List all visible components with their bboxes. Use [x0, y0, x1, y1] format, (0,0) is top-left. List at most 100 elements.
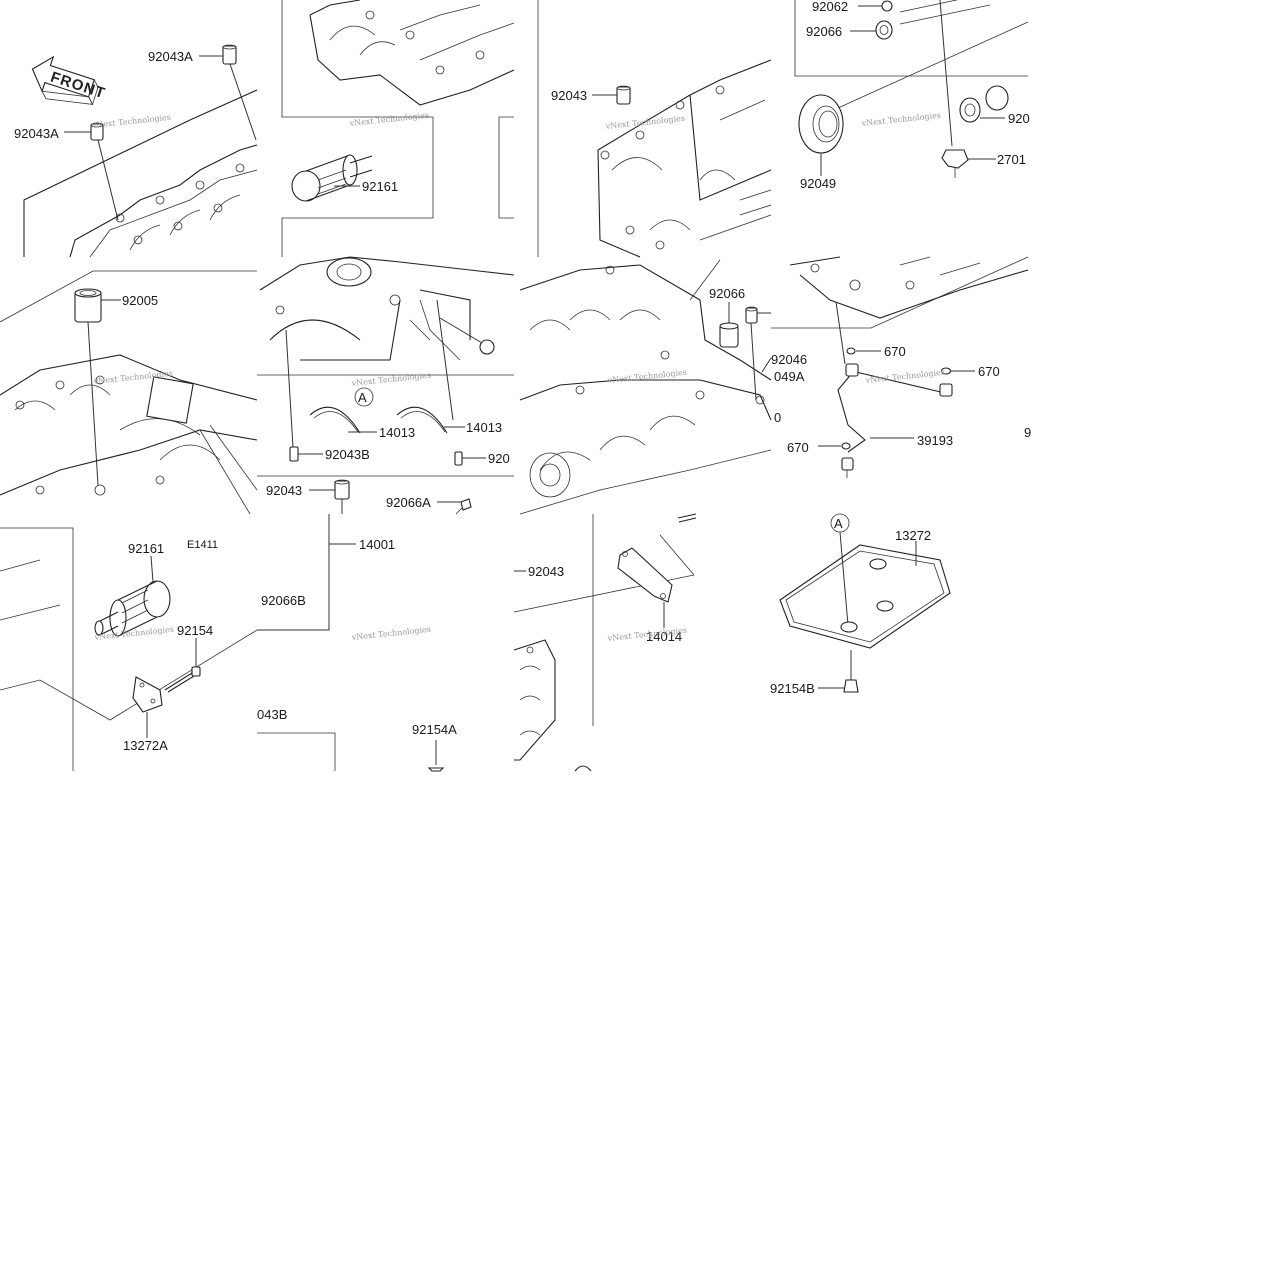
case-side-icon [513, 639, 556, 761]
part-number: 92154B [770, 681, 815, 696]
part-number: 92154 [177, 623, 213, 638]
tile-oil-pan-gasket: A [779, 513, 951, 693]
part-number: 92046 [771, 352, 807, 367]
washer-icon [818, 442, 851, 450]
watermark: vNext Technologies [90, 113, 171, 130]
part-number: 92043A [14, 126, 59, 141]
nut-icon [850, 20, 893, 40]
sleeve-icon [74, 288, 121, 486]
tile-lower-case [519, 259, 772, 515]
bolt-icon [818, 650, 859, 693]
oil-pan-gasket-icon [779, 541, 951, 649]
callout-labels: 92043A 92043A 92161 92043 92062 92066 92… [14, 0, 1031, 753]
watermark: vNext Technologies [348, 111, 429, 128]
bearing-icon [959, 85, 1009, 123]
bearing-shell-icon [396, 406, 465, 434]
part-number: 2701 [997, 152, 1026, 167]
part-number: 670 [978, 364, 1000, 379]
part-number: 92049 [800, 176, 836, 191]
part-number: 92043A [148, 49, 193, 64]
dowel-pin-icon [64, 122, 119, 221]
reference-code: E1411 [187, 539, 218, 551]
shaft-icon [94, 555, 171, 637]
tile-cover [513, 513, 697, 772]
watermark: vNext Technologies [864, 368, 945, 385]
watermark: vNext Technologies [860, 111, 941, 128]
shaft-icon [291, 154, 373, 202]
crankcase-half-icon [0, 354, 258, 515]
dowel-pin-icon [454, 451, 486, 466]
bolt-icon [427, 740, 445, 772]
part-number: 9 [1024, 425, 1031, 440]
part-number: 670 [787, 440, 809, 455]
watermark: vNext Technologies [604, 114, 685, 131]
plug-icon [439, 317, 495, 355]
oil-pipe-icon [837, 363, 953, 478]
watermark: vNext Technologies [93, 625, 174, 642]
tile-seals [794, 0, 1029, 178]
tile-case-shaft [281, 0, 515, 257]
cover-plate-icon [132, 676, 163, 738]
oil-seal-icon [798, 94, 844, 176]
dowel-pin-icon [285, 329, 323, 462]
part-number: 92043B [325, 447, 370, 462]
tile-case-left [0, 270, 258, 515]
bearing-shell-icon [309, 406, 377, 434]
crankcase-bottom-icon [519, 259, 772, 515]
part-number: 92062 [812, 0, 848, 14]
part-number: 14014 [646, 629, 682, 644]
part-number: 92066 [806, 24, 842, 39]
dowel-pin-icon [309, 479, 350, 514]
part-number: 13272 [895, 528, 931, 543]
tile-bearings [257, 256, 515, 477]
part-number: 92154A [412, 722, 457, 737]
dowel-pin-icon [592, 85, 631, 105]
part-number: 92005 [122, 293, 158, 308]
part-number: 92066 [709, 286, 745, 301]
reference-mark-label: A [834, 516, 843, 531]
part-number: 92161 [128, 541, 164, 556]
cover-gasket-icon [617, 547, 673, 628]
part-number: 14013 [466, 420, 502, 435]
crankcase-bore-icon [259, 256, 515, 361]
tile-oil-pipe [771, 256, 1029, 478]
reference-mark-label: A [358, 390, 367, 405]
part-number: 043B [257, 707, 287, 722]
dowel-pin-icon [199, 44, 257, 141]
tile-case-center [537, 0, 772, 258]
stud-icon [437, 498, 472, 515]
bolt-icon [677, 513, 697, 523]
watermark: vNext Technologies [350, 625, 431, 642]
bolt-icon [164, 638, 201, 693]
part-number: 670 [884, 344, 906, 359]
part-number: 14001 [359, 537, 395, 552]
part-number: 92066B [261, 593, 306, 608]
part-number: 920 [1008, 111, 1030, 126]
part-number: 14013 [379, 425, 415, 440]
watermark: vNext Technologies [350, 371, 431, 388]
reference-mark-a [354, 387, 374, 407]
part-number: 92043 [551, 88, 587, 103]
tile-case-assembly [257, 479, 472, 772]
part-number: 0 [774, 410, 781, 425]
collar-icon [719, 302, 739, 348]
sensor-icon [939, 0, 996, 178]
tile-front-case: FRONT [23, 44, 258, 258]
washer-icon [846, 347, 881, 355]
part-number: 39193 [917, 433, 953, 448]
crankcase-lower-icon [597, 59, 772, 258]
part-number: 049A [774, 369, 805, 384]
part-number: 92043 [528, 564, 564, 579]
crankcase-upper-icon [23, 89, 258, 258]
small-plug-icon [858, 0, 893, 12]
part-number: 920 [488, 451, 510, 466]
washer-icon [940, 367, 975, 375]
watermark: vNext Technologies [606, 368, 687, 385]
part-number: 92043 [266, 483, 302, 498]
part-number: 13272A [123, 738, 168, 753]
front-arrow-icon: FRONT [31, 55, 108, 106]
part-number: 92066A [386, 495, 431, 510]
crankcase-edge-icon [789, 256, 1029, 319]
tile-shaft-cover [0, 527, 258, 771]
